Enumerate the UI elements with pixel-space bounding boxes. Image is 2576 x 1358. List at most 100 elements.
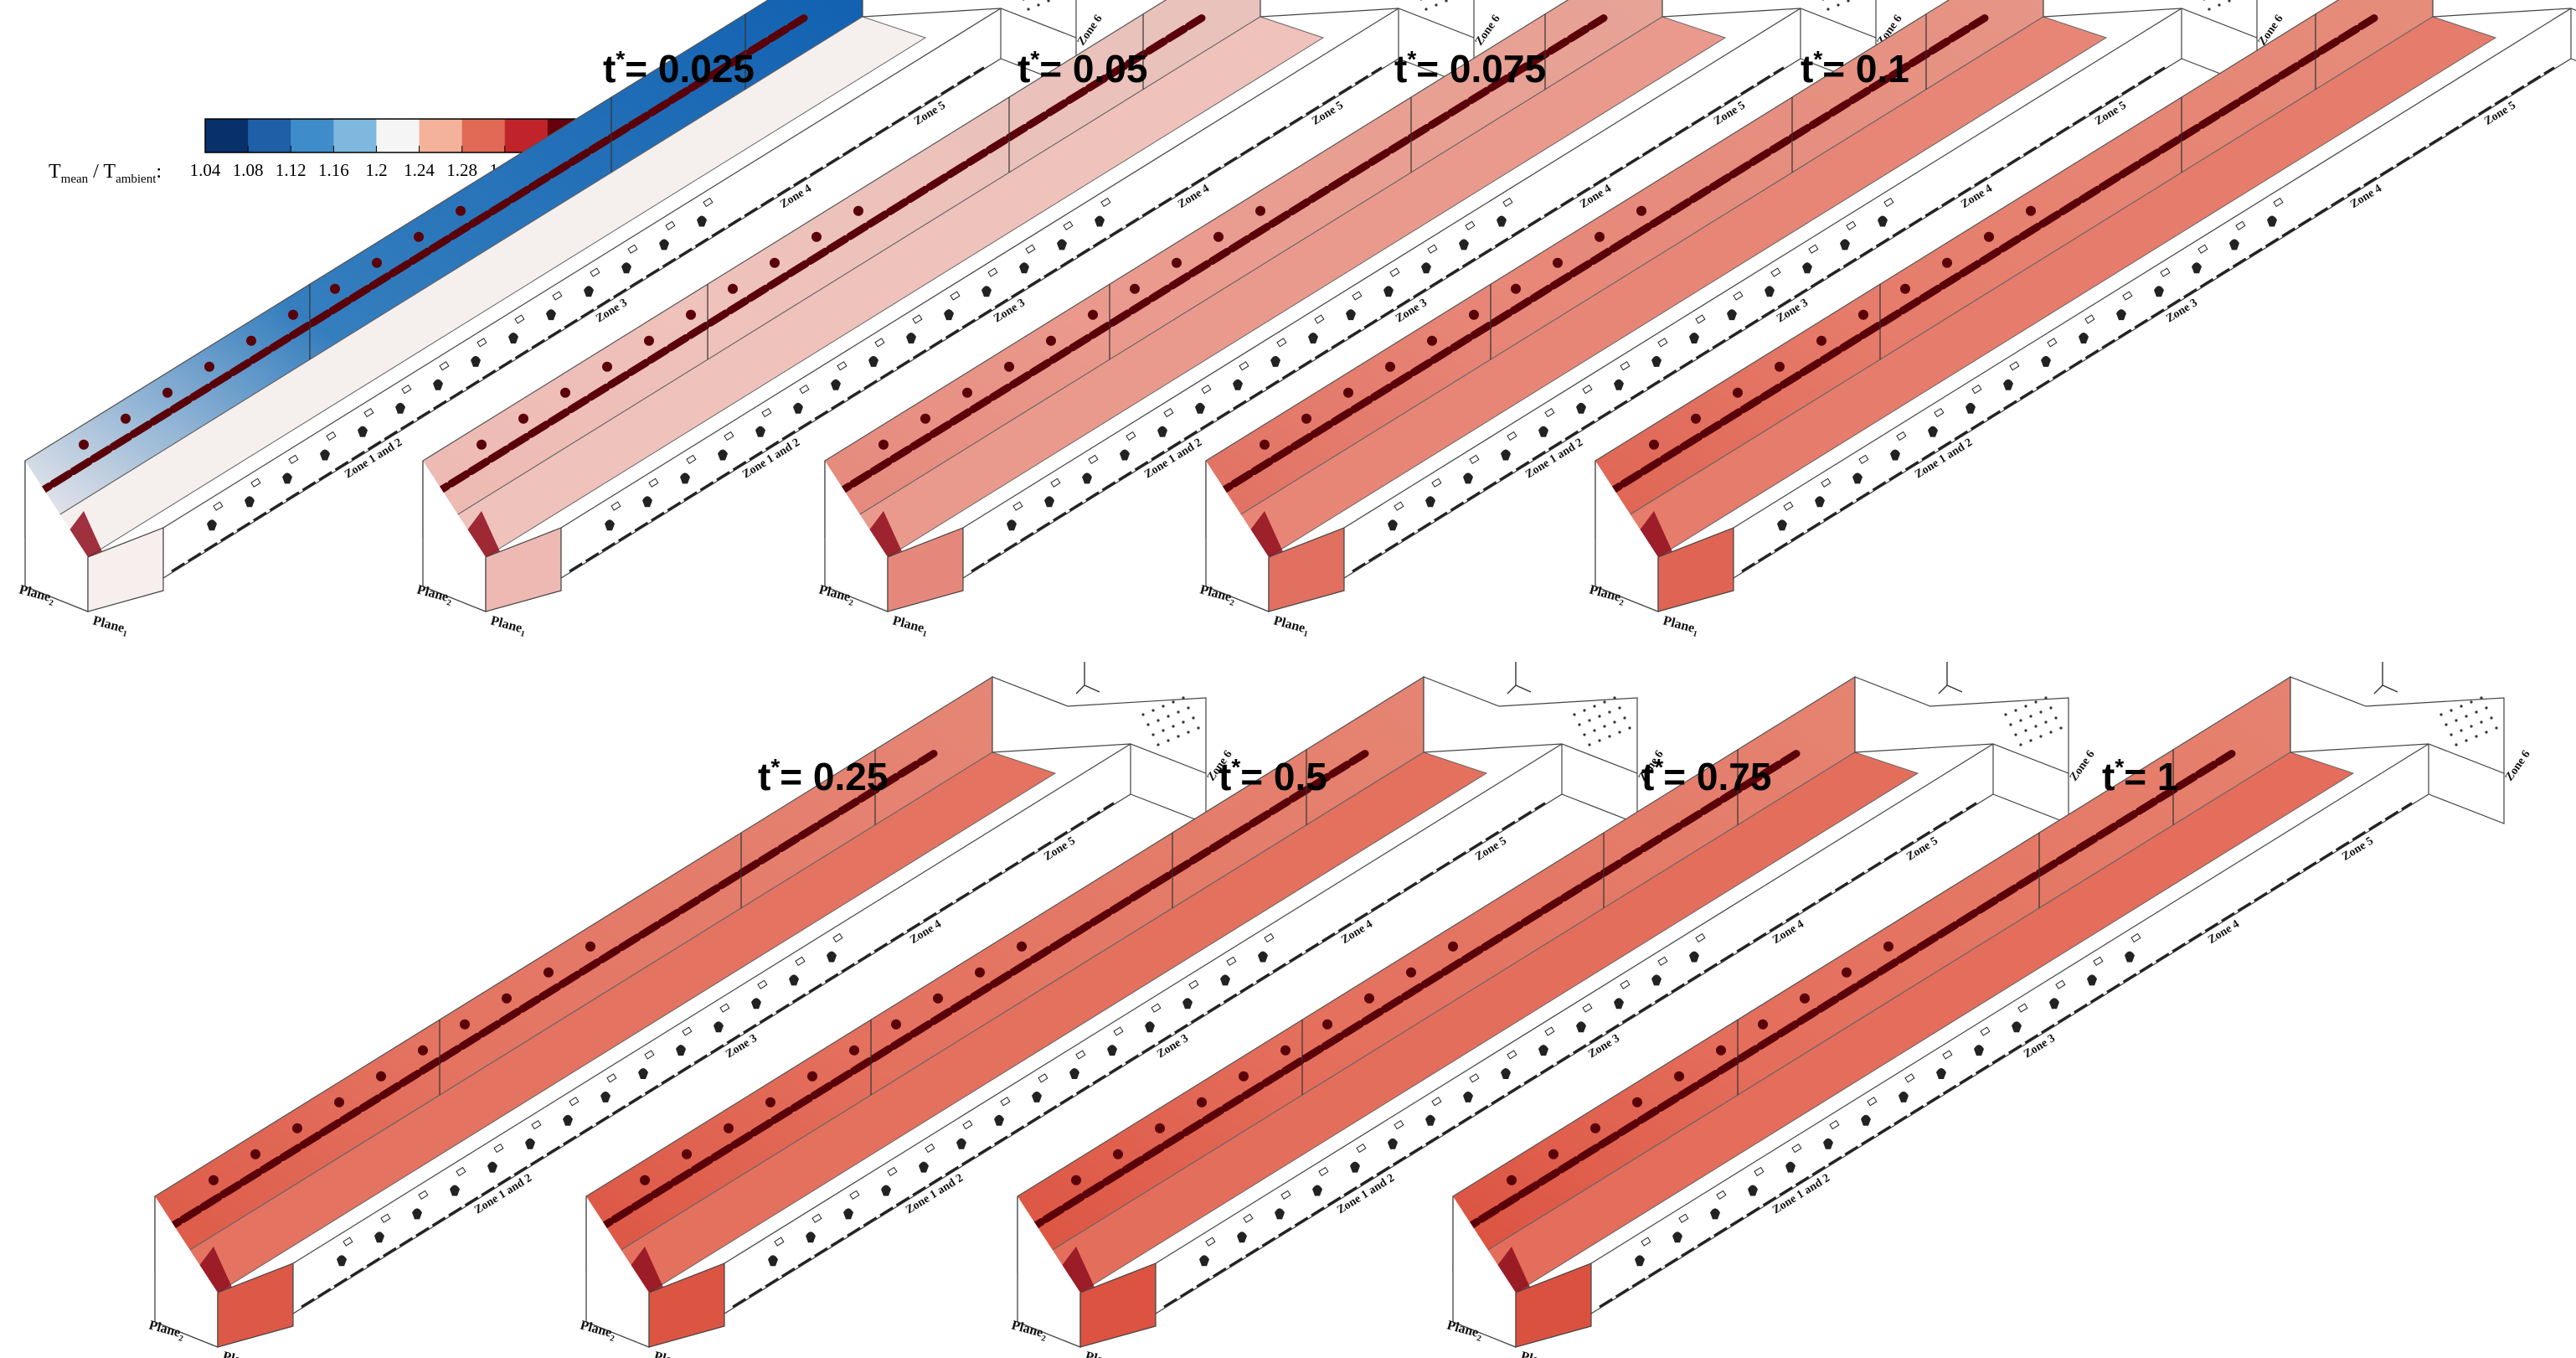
plane2-label-sub: 2 <box>48 598 54 608</box>
rear-dot <box>2480 696 2483 700</box>
heat-spot <box>1046 335 1056 346</box>
rear-dot <box>2044 720 2048 724</box>
heat-spot <box>1507 1175 1517 1185</box>
colorbar-swatch <box>333 119 377 152</box>
heat-spot <box>1716 1045 1726 1056</box>
time-label-t: t <box>1218 755 1231 798</box>
rear-dot <box>1172 700 1175 704</box>
time-label-sup: * <box>770 754 780 780</box>
floor-line <box>1599 802 2413 1309</box>
rear-dot <box>2049 731 2053 734</box>
seat-icon <box>994 1114 1004 1126</box>
rear-dot <box>2044 696 2048 700</box>
plane1-label-sub: 1 <box>121 629 128 639</box>
colorbar-tick-label: 1.24 <box>404 160 435 180</box>
heat-spot <box>1255 205 1265 216</box>
rear-dot <box>1608 710 1611 714</box>
window-icon <box>1657 956 1668 966</box>
heat-spot <box>1406 967 1416 978</box>
seat-icon <box>1614 379 1624 390</box>
seat-icon <box>1007 519 1017 531</box>
window-icon <box>439 361 450 371</box>
seat-icon <box>1785 1161 1795 1173</box>
seat-icon <box>525 1138 535 1149</box>
heat-spot <box>250 1149 260 1159</box>
seat-icon <box>245 496 255 508</box>
seat-icon <box>1614 998 1624 1009</box>
time-label-value: = 0.5 <box>1240 755 1327 798</box>
heat-spot <box>544 967 554 978</box>
window-icon <box>757 979 768 989</box>
rear-dot <box>1177 710 1180 714</box>
seat-icon <box>1069 1068 1079 1079</box>
seat-icon <box>1501 1068 1511 1079</box>
plane2-label-sub: 2 <box>609 1334 616 1344</box>
plane1-label-text: Plane <box>1084 1349 1118 1358</box>
window-icon <box>1100 197 1111 208</box>
window-icon <box>288 454 299 464</box>
heat-spot <box>209 1175 219 1185</box>
seat-icon <box>374 1231 384 1243</box>
rear-box <box>2432 0 2576 18</box>
seat-icon <box>1765 286 1775 297</box>
floor-line <box>1163 802 1977 1309</box>
plane1-label: Plane1 <box>1661 613 1700 639</box>
window-icon <box>874 338 885 348</box>
rear-dot <box>2059 726 2063 730</box>
rear-dot <box>2460 729 2463 732</box>
zone-label: Zone 6 <box>2503 748 2533 783</box>
window-icon <box>887 1166 898 1177</box>
heat-spot <box>1130 283 1140 294</box>
heat-spot <box>204 361 214 372</box>
window-icon <box>1088 454 1099 464</box>
floor-line <box>732 802 1546 1309</box>
window-icon <box>1896 431 1907 441</box>
window-icon <box>1507 431 1517 441</box>
window-icon <box>552 291 563 301</box>
window-icon <box>925 1143 935 1154</box>
plane2-label-sub: 2 <box>178 1334 184 1344</box>
window-icon <box>2130 932 2141 943</box>
window-icon <box>1620 979 1631 989</box>
plane1-front <box>485 527 562 612</box>
rear-dot <box>2445 723 2448 726</box>
seat-icon <box>1635 1255 1645 1267</box>
window-icon <box>213 501 224 511</box>
seat-icon <box>1237 1231 1247 1243</box>
plane1-front <box>217 1262 294 1348</box>
seat-icon <box>1388 1138 1398 1149</box>
seat-icon <box>1182 998 1193 1009</box>
heat-spot <box>1548 1149 1558 1159</box>
rear-dot <box>1583 709 1586 712</box>
rear-dot <box>1167 739 1170 742</box>
plane1-front <box>1515 1262 1592 1348</box>
seat-icon <box>320 449 330 461</box>
window-icon <box>380 1213 391 1223</box>
window-icon <box>1431 1097 1442 1107</box>
seat-icon <box>508 333 518 343</box>
heat-spot <box>1758 1019 1768 1030</box>
plane1-front <box>1657 527 1734 612</box>
heat-spot <box>1280 1045 1291 1056</box>
heat-spot <box>246 335 256 346</box>
plane1-front <box>648 1262 725 1348</box>
heat-spot <box>878 439 889 450</box>
rear-dot <box>1182 720 1185 724</box>
heat-spot <box>1842 967 1852 978</box>
window-icon <box>1243 1213 1254 1223</box>
seat-icon <box>1195 402 1205 414</box>
seat-icon <box>676 1045 686 1056</box>
rear-dot <box>1435 3 1438 7</box>
window-icon <box>1465 220 1476 230</box>
heat-spot <box>288 309 298 320</box>
seat-icon <box>1936 1068 1946 1079</box>
rear-dot <box>2465 739 2468 742</box>
rear-dot <box>2024 729 2027 732</box>
heat-spot <box>602 361 612 372</box>
window-icon <box>1934 407 1945 418</box>
colorbar-tick-label: 1.16 <box>318 160 349 180</box>
time-label-sup: * <box>1407 46 1416 72</box>
rear-dot <box>2054 716 2058 720</box>
heat-spot <box>770 257 780 268</box>
rear-dot <box>1618 706 1621 710</box>
